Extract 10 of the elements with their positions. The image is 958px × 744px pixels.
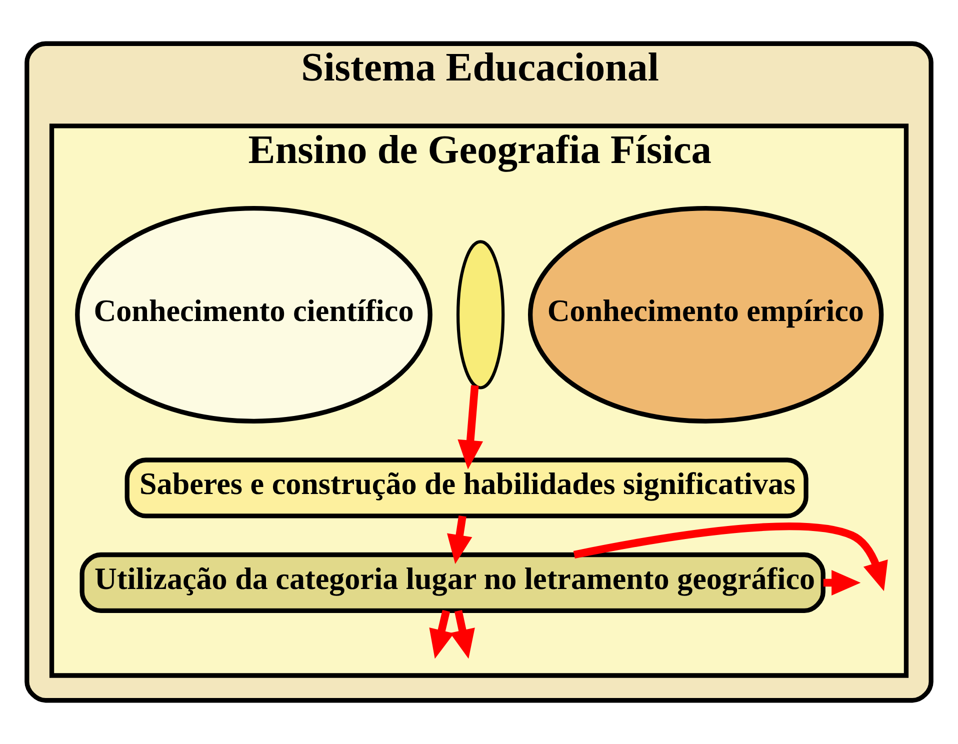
node-box: Saberes e construção de habilidades significativas	[124, 458, 808, 518]
arrow	[447, 515, 472, 564]
node-ellipse	[456, 240, 505, 390]
node-ellipse: Conhecimento científico	[75, 206, 432, 424]
arrow	[823, 570, 861, 596]
arrow	[450, 610, 475, 659]
node-box: Utilização da categoria lugar no letramento geográfico	[80, 552, 826, 614]
arrow	[458, 385, 484, 470]
node-ellipse: Conhecimento empírico	[528, 206, 884, 424]
arrow	[429, 610, 454, 659]
